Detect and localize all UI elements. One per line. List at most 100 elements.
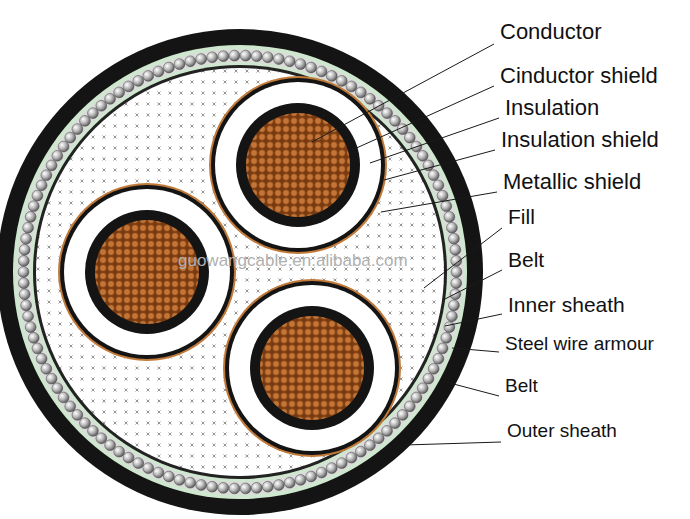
inner-sheath-ring [33, 65, 447, 479]
armour-wire [96, 100, 107, 111]
armour-wire [218, 482, 229, 493]
armour-wire [326, 463, 337, 474]
armour-wire [316, 467, 327, 478]
armour-wire [411, 392, 422, 403]
armour-wire [133, 76, 144, 87]
part-label: Conductor [500, 20, 602, 44]
leader-lines [312, 44, 502, 445]
armour-wire [240, 50, 251, 61]
part-label: Belt [508, 248, 544, 271]
armour-wire [163, 471, 174, 482]
armour-wire [417, 150, 428, 161]
armour-wire [133, 458, 144, 469]
armour-wire [365, 440, 376, 451]
leader-line [424, 228, 502, 288]
armour-wire [41, 170, 52, 181]
armour-wire [123, 452, 134, 463]
armour-wire [196, 54, 207, 65]
armour-wire [80, 418, 91, 429]
armour-wire [114, 87, 125, 98]
armour-wire [23, 222, 34, 233]
armour-wire [449, 300, 460, 311]
armour-wire [273, 480, 284, 491]
armour-wire [32, 343, 43, 354]
armour-wire [207, 52, 218, 63]
armour-wire [306, 62, 317, 73]
part-label: Insulation [505, 96, 599, 120]
part-label: Cinductor shield [500, 64, 658, 88]
part-label: Belt [505, 376, 538, 397]
armour-wire [114, 446, 125, 457]
armour-wire [36, 180, 47, 191]
leader-line [452, 348, 499, 352]
armour-wire [185, 477, 196, 488]
armour-wire [153, 467, 164, 478]
armour-wire [417, 383, 428, 394]
armour-wire [36, 353, 47, 364]
armour-wire [284, 56, 295, 67]
armour-wire [41, 363, 52, 374]
armour-wire [251, 482, 262, 493]
armour-wire [105, 93, 116, 104]
outer-belt-ring [13, 45, 467, 499]
armour-wire [336, 458, 347, 469]
armour-wire [18, 255, 29, 266]
part-label: Insulation shield [501, 128, 659, 152]
armour-wire [105, 440, 116, 451]
armour-wire [21, 300, 32, 311]
armour-wire [28, 332, 39, 343]
armour-wire [390, 115, 401, 126]
armour-wire [441, 201, 452, 212]
part-label: Fill [508, 205, 535, 228]
armour-wire [404, 132, 415, 143]
armour-wire [207, 481, 218, 492]
armour-wire [444, 211, 455, 222]
leader-line [446, 382, 499, 396]
armour-wire [96, 433, 107, 444]
armour-wire [450, 244, 461, 255]
armour-wire [23, 311, 34, 322]
armour-wire [326, 71, 337, 82]
armour-wire [25, 211, 36, 222]
part-label: Steel wire armour [505, 334, 654, 355]
armour-wire [28, 201, 39, 212]
armour-wire [218, 51, 229, 62]
armour-wire [123, 81, 134, 92]
leader-line [445, 314, 502, 326]
armour-wire [355, 87, 366, 98]
armour-wire [404, 401, 415, 412]
armour-wire [229, 50, 240, 61]
armour-wire [72, 410, 83, 421]
armour-wire [437, 190, 448, 201]
part-label: Metallic shield [503, 170, 641, 194]
armour-wire [153, 66, 164, 77]
armour-wire [18, 278, 29, 289]
armour-wire [19, 289, 30, 300]
armour-wire [65, 401, 76, 412]
armour-wire [437, 343, 448, 354]
armour-wire [88, 108, 99, 119]
armour-wire [423, 373, 434, 384]
part-label: Inner sheath [508, 293, 625, 316]
leader-line [384, 150, 495, 180]
fill-area [36, 68, 444, 476]
armour-bed [17, 49, 463, 495]
armour-wire [441, 332, 452, 343]
armour-wire [428, 363, 439, 374]
leader-line [370, 118, 499, 163]
armour-wire [373, 433, 384, 444]
armour-wire [433, 353, 444, 364]
armour-wire [80, 115, 91, 126]
armour-wire [143, 71, 154, 82]
leader-line [381, 192, 497, 212]
armour-wire [451, 267, 462, 278]
armour-wire [346, 81, 357, 92]
armour-wire [229, 483, 240, 494]
core [223, 279, 401, 457]
armour-wire [262, 481, 273, 492]
armour-wire [240, 483, 251, 494]
armour-wire [19, 244, 30, 255]
armour-wire [196, 480, 207, 491]
armour-wire [382, 425, 393, 436]
